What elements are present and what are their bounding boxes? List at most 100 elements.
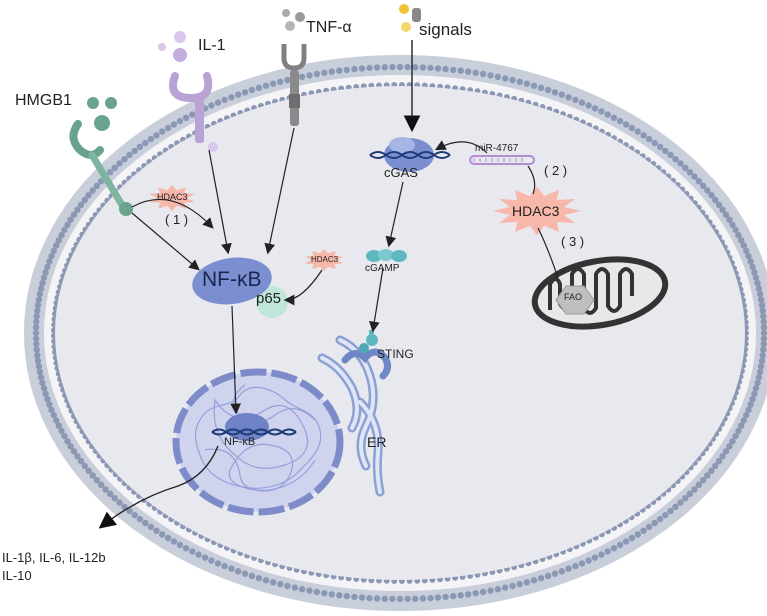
membrane-bead — [479, 588, 487, 596]
membrane-bead — [745, 406, 752, 414]
membrane-bead — [40, 274, 48, 281]
membrane-bead — [682, 495, 689, 502]
membrane-bead — [759, 307, 766, 314]
membrane-bead — [208, 102, 215, 109]
membrane-bead — [450, 592, 457, 600]
tnfa-receptor-icon — [281, 9, 307, 126]
membrane-bead — [34, 302, 42, 309]
cgamp-label: cGAMP — [365, 263, 400, 274]
membrane-bead — [336, 67, 343, 74]
signals-icon — [399, 4, 421, 32]
membrane-outer-beads — [32, 63, 767, 603]
membrane-bead — [284, 582, 291, 590]
line-mir-hdac3 — [527, 165, 536, 195]
membrane-bead — [298, 586, 306, 593]
membrane-bead — [159, 531, 166, 538]
membrane-bead — [97, 481, 105, 488]
membrane-bead — [578, 560, 586, 567]
membrane-bead — [729, 438, 736, 445]
membrane-bead — [170, 121, 178, 128]
membrane-bead — [89, 187, 96, 194]
membrane-bead — [366, 64, 373, 72]
membrane-bead — [752, 385, 760, 392]
membrane-bead — [58, 231, 65, 239]
membrane-bead — [269, 80, 277, 87]
arrows — [98, 40, 559, 529]
membrane-bead — [221, 562, 228, 570]
fao-label: FAO — [564, 292, 583, 302]
membrane-bead — [277, 78, 284, 86]
membrane-bead — [634, 128, 641, 135]
membrane-bead — [32, 335, 40, 342]
membrane-bead — [235, 91, 242, 98]
membrane-bead — [427, 64, 434, 72]
membrane-bead — [81, 196, 89, 204]
membrane-bead — [142, 519, 149, 527]
membrane-bead — [189, 111, 196, 118]
membrane-bead — [622, 121, 630, 128]
membrane-bead — [67, 216, 74, 223]
membrane-bead — [677, 499, 684, 506]
membrane-bead — [412, 595, 419, 602]
membrane-bead — [189, 548, 196, 555]
membrane-bead — [745, 252, 752, 260]
membrane-bead — [662, 147, 669, 155]
membrane-bead — [682, 164, 689, 171]
membrane-bead — [523, 579, 531, 586]
membrane-bead — [214, 560, 222, 567]
membrane-bead — [457, 67, 464, 74]
nucleus — [172, 368, 344, 516]
membrane-bead — [604, 111, 611, 118]
membrane-bead — [610, 545, 618, 552]
membrane-bead — [708, 467, 715, 474]
membrane-bead — [530, 577, 538, 584]
membrane-bead — [85, 192, 92, 199]
membrane-bead — [33, 313, 40, 320]
membrane-bead — [757, 296, 765, 303]
membrane-bead — [704, 472, 711, 479]
membrane-bead — [255, 84, 263, 92]
membrane-bead — [651, 139, 658, 147]
mir-4767-icon — [469, 155, 535, 165]
membrane-bead — [111, 164, 118, 171]
membrane-bead — [757, 363, 765, 370]
arrow-hdac3-1 — [131, 198, 214, 229]
p65-label: p65 — [256, 290, 282, 307]
membrane-bead — [48, 252, 55, 260]
membrane-bead — [102, 486, 109, 493]
membrane-bead — [93, 477, 101, 484]
membrane-bead — [756, 368, 764, 376]
membrane-bead — [373, 64, 381, 71]
membrane-bead — [208, 557, 215, 564]
membrane-bead — [760, 346, 767, 353]
membrane-bead — [616, 541, 624, 549]
membrane-bead — [321, 590, 328, 597]
membrane-bead — [70, 211, 78, 218]
membrane-bead — [121, 503, 128, 510]
membrane-bead — [585, 557, 592, 564]
membrane-bead — [35, 296, 43, 303]
membrane-bead — [646, 523, 653, 531]
pathway-1-label: ( 1 ) — [165, 212, 189, 227]
membrane-bead — [32, 329, 40, 337]
membrane-bead — [667, 151, 674, 159]
membrane-bead — [502, 584, 509, 591]
membrane-bead — [50, 247, 57, 254]
membrane-bead — [34, 307, 41, 314]
membrane-bead — [396, 63, 404, 71]
membrane-bead — [578, 99, 586, 106]
membrane-bead — [509, 76, 516, 84]
cytokine-output-line-2: IL-10 — [2, 568, 32, 583]
membrane-bead — [195, 551, 202, 558]
membrane-bead — [389, 595, 396, 603]
membrane-bead — [36, 290, 44, 298]
membrane-bead — [147, 135, 154, 143]
membrane-bead — [343, 592, 350, 600]
mir-4767-label: miR-4767 — [475, 143, 519, 154]
membrane-bead — [662, 511, 669, 519]
membrane-bead — [719, 206, 726, 213]
membrane-bead — [715, 457, 723, 465]
membrane-bead — [598, 551, 605, 558]
membrane-bead — [760, 329, 767, 337]
